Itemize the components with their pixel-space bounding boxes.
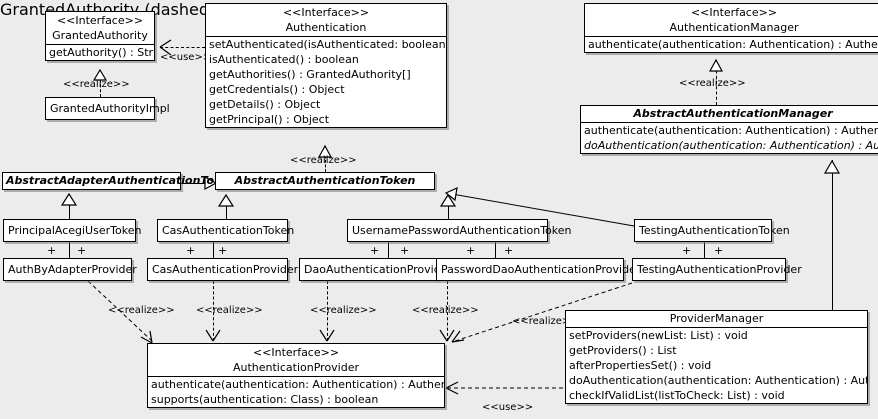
class-name: AuthByAdapterProvider [8, 263, 137, 276]
class-name: AbstractAuthenticationToken [234, 174, 416, 187]
edge-label-use-grantedauthority: <<use>> [160, 52, 212, 63]
method-authenticate: authenticate(authentication: Authenticat… [584, 124, 878, 137]
class-name: GrantedAuthority [52, 29, 148, 42]
multiplicity-testing-bottom: + [714, 244, 724, 257]
stereotype-label: <<Interface>> [690, 6, 778, 19]
class-name: AbstractAuthenticationManager [633, 107, 833, 120]
edge-label-realize-cas: <<realize>> [196, 305, 263, 316]
class-provider-manager[interactable]: ProviderManager setProviders(newList: Li… [565, 310, 868, 404]
multiplicity-cas-top: + [186, 244, 196, 257]
class-authentication[interactable]: <<Interface>> Authentication setAuthenti… [205, 3, 447, 128]
edge-label-realize-abstractmanager: <<realize>> [679, 78, 746, 89]
class-name: GrantedAuthorityImpl [50, 102, 170, 115]
method-authenticate: authenticate(authentication: Authenticat… [151, 378, 444, 391]
class-name: ProviderManager [669, 312, 764, 325]
class-password-dao-authentication-provider[interactable]: PasswordDaoAuthenticationProvider [436, 258, 641, 281]
class-granted-authority[interactable]: <<Interface>> GrantedAuthority getAuthor… [45, 11, 155, 61]
realization-casauthenticationprovider [213, 281, 214, 341]
class-principal-acegi-user-token[interactable]: PrincipalAcegiUserToken [3, 219, 142, 242]
multiplicity-cas-bottom: + [218, 244, 228, 257]
method-checkifvalidlist: checkIfValidList(listToCheck: List) : vo… [569, 389, 785, 402]
class-name: Authentication [285, 21, 367, 34]
generalization-abstractadapter-to-abstracttoken [181, 183, 215, 184]
class-cas-authentication-token[interactable]: CasAuthenticationToken [157, 219, 295, 242]
generalization-providermanager-to-abstractauthenticationmanager [832, 160, 833, 310]
generalization-casauthenticationtoken [226, 195, 227, 219]
multiplicity-principal-top: + [47, 244, 57, 257]
stereotype-label: <<Interface>> [56, 14, 144, 27]
realization-passworddaoauthenticationprovider [447, 281, 448, 341]
class-name: PasswordDaoAuthenticationProvider [441, 263, 641, 276]
stereotype-label: <<Interface>> [252, 346, 340, 359]
class-dao-authentication-provider[interactable]: DaoAuthenticationProvider [299, 258, 452, 281]
class-authentication-provider[interactable]: <<Interface>> AuthenticationProvider aut… [147, 343, 445, 408]
realization-abstractauthenticationmanager [716, 60, 717, 105]
multiplicity-dao-top: + [370, 244, 380, 257]
edge-label-realize-abstracttoken: <<realize>> [290, 155, 357, 166]
association-principal-authbyadapter [69, 241, 70, 258]
method-compartment: authenticate(authentication: Authenticat… [581, 122, 878, 153]
method-compartment: authenticate(authentication: Authenticat… [585, 36, 878, 52]
class-name: CasAuthenticationProvider [152, 263, 299, 276]
method-getdetails: getDetails() : Object [209, 98, 321, 111]
class-name: PrincipalAcegiUserToken [8, 224, 142, 237]
stereotype-label: <<Interface>> [282, 6, 370, 19]
realization-daoauthenticationprovider [327, 281, 328, 341]
method-compartment: setAuthenticated(isAuthenticated: boolea… [206, 36, 446, 127]
class-cas-authentication-provider[interactable]: CasAuthenticationProvider [147, 258, 299, 281]
class-abstract-authentication-token[interactable]: AbstractAuthenticationToken [215, 172, 435, 190]
class-name: AuthenticationProvider [232, 361, 360, 374]
method-doauthentication: doAuthentication(authentication: Authent… [584, 139, 878, 152]
multiplicity-principal-bottom: + [77, 244, 87, 257]
class-name: TestingAuthenticationToken [639, 224, 790, 237]
class-name: DaoAuthenticationProvider [304, 263, 452, 276]
multiplicity-passworddao-bottom: + [504, 244, 514, 257]
method-doauthentication: doAuthentication(authentication: Authent… [569, 374, 867, 387]
class-granted-authority-impl[interactable]: GrantedAuthorityImpl [45, 97, 170, 120]
edge-label-realize-passworddao: <<realize>> [412, 305, 479, 316]
realization-abstractauthenticationtoken-to-authentication [325, 146, 326, 172]
method-setauthenticated: setAuthenticated(isAuthenticated: boolea… [209, 38, 446, 51]
class-abstract-adapter-authentication-token[interactable]: AbstractAdapterAuthenticationToken [2, 172, 237, 190]
association-username-dao [388, 241, 389, 258]
class-username-password-authentication-token[interactable]: UsernamePasswordAuthenticationToken [347, 219, 572, 242]
method-getauthorities: getAuthorities() : GrantedAuthority[] [209, 68, 411, 81]
class-name: AuthenticationManager [669, 21, 799, 34]
realization-grantedauthorityimpl [100, 70, 101, 97]
edge-label-realize-dao: <<realize>> [310, 305, 377, 316]
class-name: AbstractAdapterAuthenticationToken [6, 174, 237, 187]
edge-label-realize-authbyadapter: <<realize>> [108, 305, 175, 316]
method-isauthenticated: isAuthenticated() : boolean [209, 53, 359, 66]
method-afterpropertiesset: afterPropertiesSet() : void [569, 359, 712, 372]
edge-label-use-providermanager: <<use>> [482, 402, 534, 413]
method-compartment: getAuthority() : String [46, 44, 154, 60]
class-abstract-authentication-manager[interactable]: AbstractAuthenticationManager authentica… [580, 105, 878, 154]
method-getproviders: getProviders() : List [569, 344, 677, 357]
edge-label-realize-grantedauthorityimpl: <<realize>> [63, 79, 130, 90]
class-authentication-manager[interactable]: <<Interface>> AuthenticationManager auth… [584, 3, 878, 53]
association-username-passworddao [495, 241, 496, 258]
method-getcredentials: getCredentials() : Object [209, 83, 345, 96]
dependency-authentication-to-grantedauthority [160, 47, 205, 48]
class-name: UsernamePasswordAuthenticationToken [352, 224, 572, 237]
class-name: CasAuthenticationToken [162, 224, 295, 237]
method-supports: supports(authentication: Class) : boolea… [151, 393, 379, 406]
generalization-principalacegiusertoken [69, 194, 70, 219]
class-name: TestingAuthenticationProvider [637, 263, 802, 276]
method-getprincipal: getPrincipal() : Object [209, 113, 330, 126]
multiplicity-dao-bottom: + [400, 244, 410, 257]
association-cas-token-provider [213, 241, 214, 258]
method-compartment: authenticate(authentication: Authenticat… [148, 376, 444, 407]
method-setproviders: setProviders(newList: List) : void [569, 329, 748, 342]
generalization-usernamepasswordauthenticationtoken [448, 195, 449, 219]
method-compartment: setProviders(newList: List) : void getPr… [566, 327, 867, 403]
multiplicity-testing-top: + [682, 244, 692, 257]
association-testing-token-provider [704, 241, 705, 258]
class-auth-by-adapter-provider[interactable]: AuthByAdapterProvider [3, 258, 137, 281]
method-authenticate: authenticate(authentication: Authenticat… [588, 38, 878, 51]
method-getauthority: getAuthority() : String [49, 46, 154, 59]
class-testing-authentication-token[interactable]: TestingAuthenticationToken [634, 219, 790, 242]
class-testing-authentication-provider[interactable]: TestingAuthenticationProvider [632, 258, 802, 281]
multiplicity-passworddao-top: + [466, 244, 476, 257]
